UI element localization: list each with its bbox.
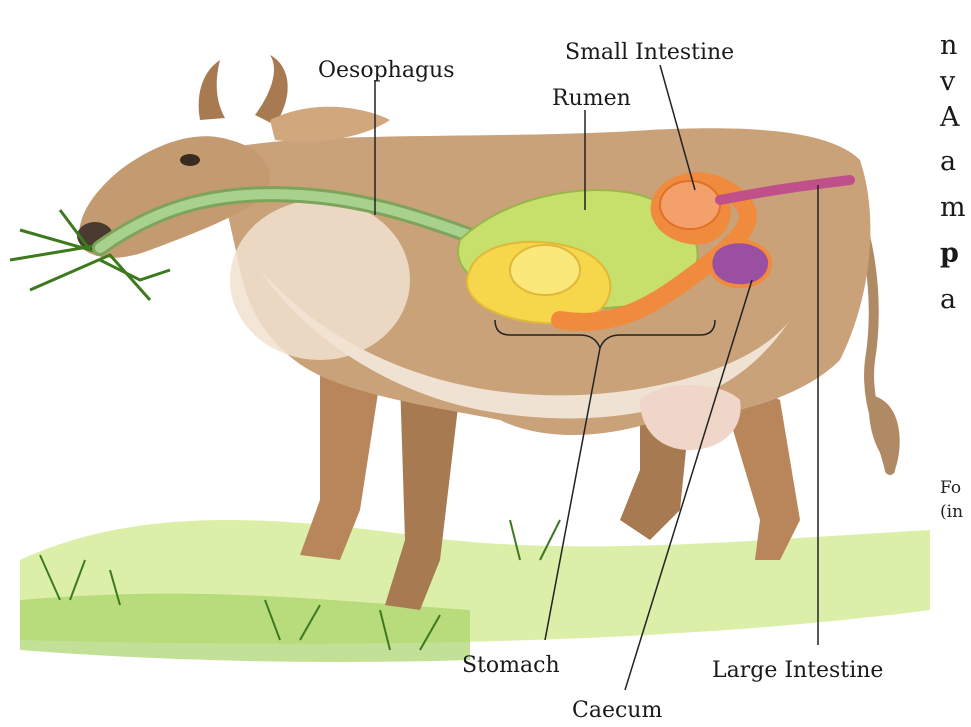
- caption-fragment-2: (in: [940, 502, 963, 522]
- cow-eye: [180, 154, 200, 166]
- caption-fragment-1: Fo: [940, 478, 961, 498]
- small-intestine-coil: [660, 181, 720, 229]
- label-stomach: Stomach: [462, 655, 560, 677]
- label-large-intestine: Large Intestine: [712, 660, 883, 682]
- side-text-5: m: [940, 194, 966, 221]
- stomach-chamber-2: [510, 245, 580, 295]
- side-text-4: a: [940, 148, 956, 175]
- label-caecum: Caecum: [572, 700, 662, 722]
- cow-tail-tuft: [869, 395, 900, 470]
- side-text-7: a: [940, 286, 956, 313]
- label-rumen: Rumen: [552, 88, 631, 110]
- side-text-2: v: [940, 68, 955, 95]
- cow-horn-left: [199, 60, 225, 120]
- side-text-6: p: [940, 240, 959, 267]
- caecum: [710, 241, 770, 286]
- cow-ear: [270, 107, 390, 142]
- cow-chest-highlight: [230, 200, 410, 360]
- side-text-3: A: [940, 104, 960, 131]
- label-small-intestine: Small Intestine: [565, 42, 734, 64]
- cow-horn-right: [255, 55, 288, 125]
- label-oesophagus: Oesophagus: [318, 60, 455, 82]
- side-text-1: n: [940, 32, 957, 59]
